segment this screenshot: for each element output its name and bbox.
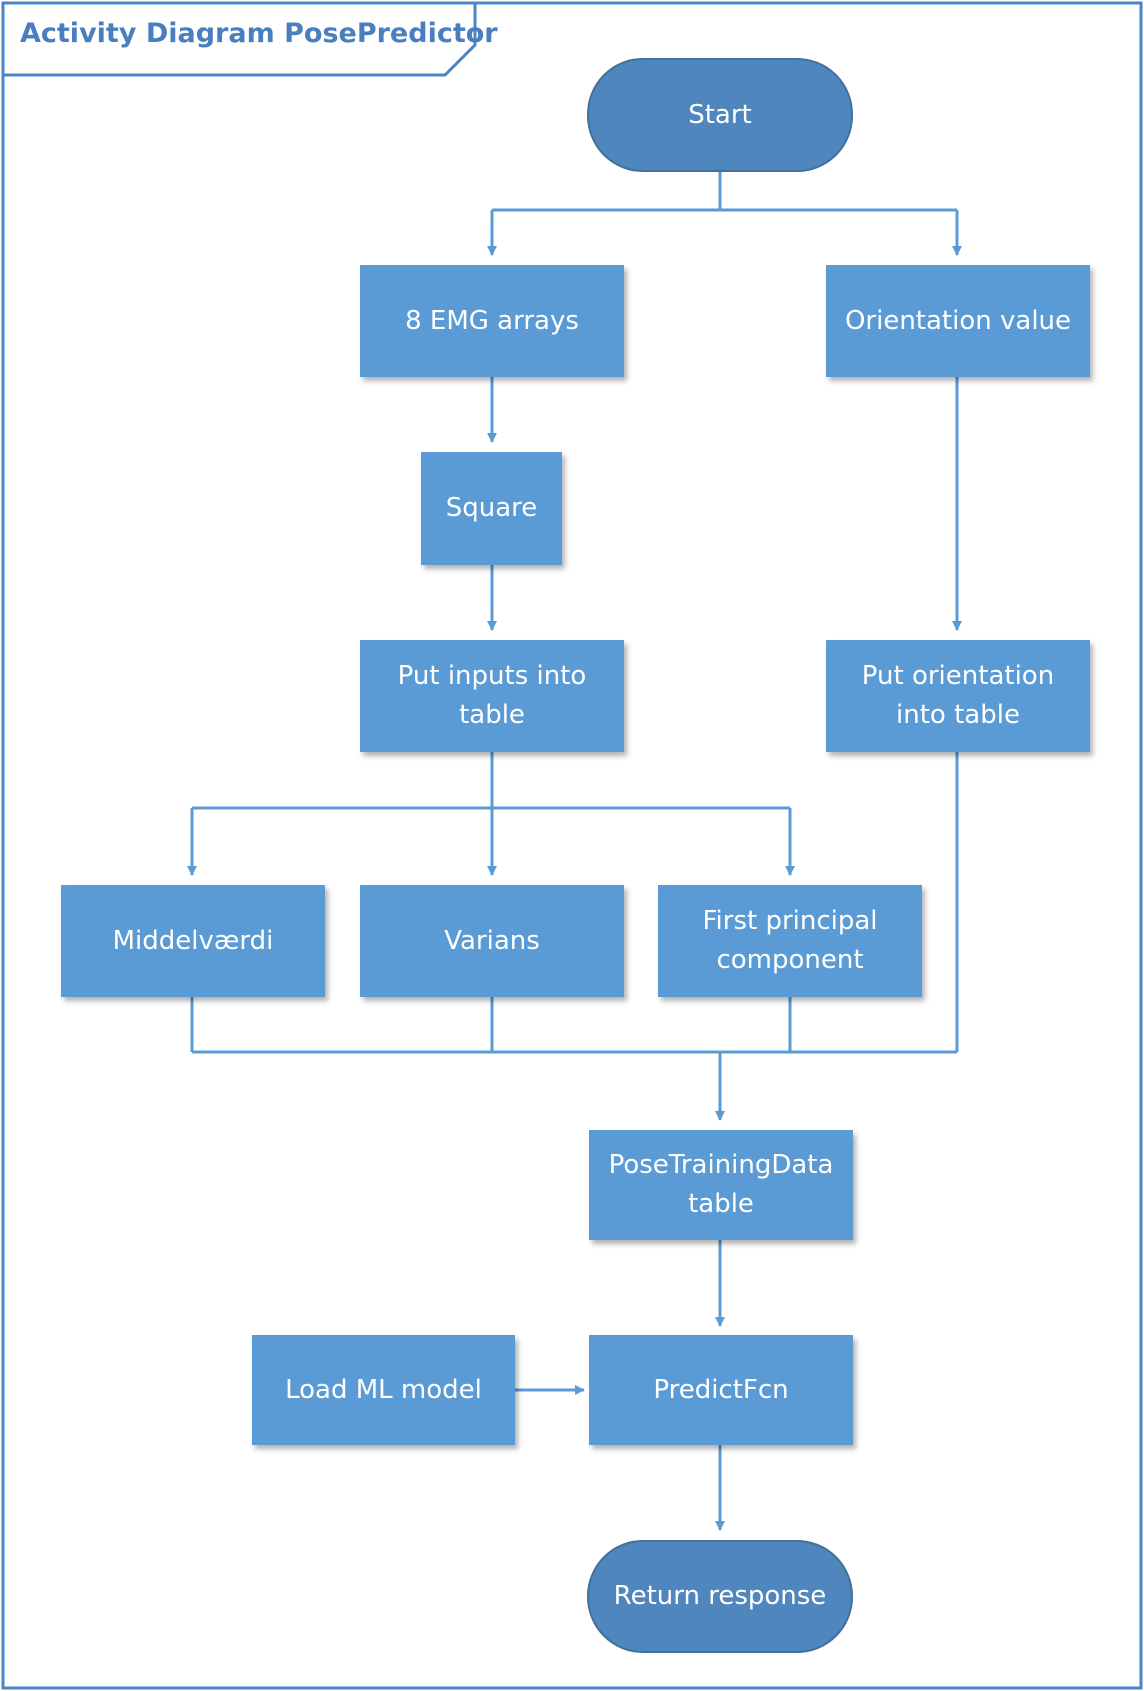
start-node: Start (587, 58, 853, 172)
square-node: Square (421, 452, 562, 565)
put-orientation-label: Put orientation into table (861, 661, 1055, 730)
load-ml-model-node: Load ML model (252, 1335, 515, 1445)
return-response-label: Return response (613, 1581, 827, 1611)
connector-start-split (492, 172, 957, 212)
put-inputs-node: Put inputs into table (360, 640, 624, 752)
emg-arrays-label: 8 EMG arrays (405, 305, 579, 336)
connector-merge (190, 752, 959, 1054)
first-pc-label: First principal component (702, 906, 878, 975)
first-pc-node: First principal component (658, 885, 922, 997)
emg-arrays-node: 8 EMG arrays (360, 265, 624, 377)
title-tab (3, 3, 477, 77)
start-label: Start (688, 99, 752, 130)
square-label: Square (445, 493, 538, 523)
return-response-node: Return response (587, 1540, 853, 1653)
varians-label: Varians (444, 925, 540, 956)
diagram-title: Activity Diagram PosePredictor (20, 18, 498, 49)
pose-training-data-label: PoseTrainingData table (608, 1150, 834, 1219)
varians-node: Varians (360, 885, 624, 997)
predict-fcn-label: PredictFcn (653, 1374, 789, 1405)
pose-training-data-node: PoseTrainingData table (589, 1130, 853, 1240)
middelvaerdi-label: Middelværdi (112, 925, 274, 956)
load-ml-model-label: Load ML model (285, 1374, 482, 1405)
put-orientation-node: Put orientation into table (826, 640, 1090, 752)
orientation-value-node: Orientation value (826, 265, 1090, 377)
predict-fcn-node: PredictFcn (589, 1335, 853, 1445)
middelvaerdi-node: Middelværdi (61, 885, 325, 997)
orientation-value-label: Orientation value (844, 305, 1072, 336)
put-inputs-label: Put inputs into table (397, 661, 587, 730)
connector-inputs-split (192, 752, 790, 810)
